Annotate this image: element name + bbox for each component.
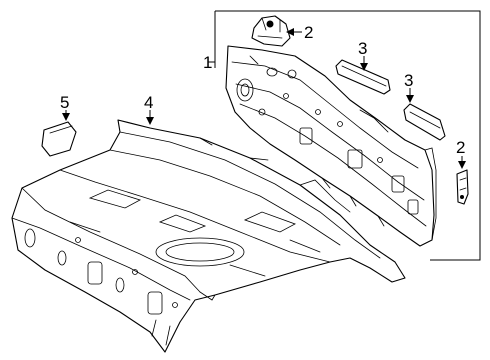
callout-3-left: 3 bbox=[358, 39, 367, 58]
callout-5: 5 bbox=[60, 93, 69, 112]
rear-floor-pan-icon bbox=[11, 119, 406, 353]
bracket-icon bbox=[251, 15, 291, 47]
reinforcement-bar-icon bbox=[335, 59, 446, 141]
callout-2-top: 2 bbox=[304, 23, 313, 42]
patch-plate-icon bbox=[41, 121, 77, 157]
bracket-icon bbox=[456, 169, 469, 205]
callout-3-right: 3 bbox=[404, 71, 413, 90]
rear-panel-assembly-icon bbox=[225, 45, 437, 247]
callout-4: 4 bbox=[144, 93, 153, 112]
callout-2-right: 2 bbox=[456, 138, 465, 157]
callout-1: 1 bbox=[203, 53, 212, 72]
assembly-frame bbox=[215, 10, 481, 261]
